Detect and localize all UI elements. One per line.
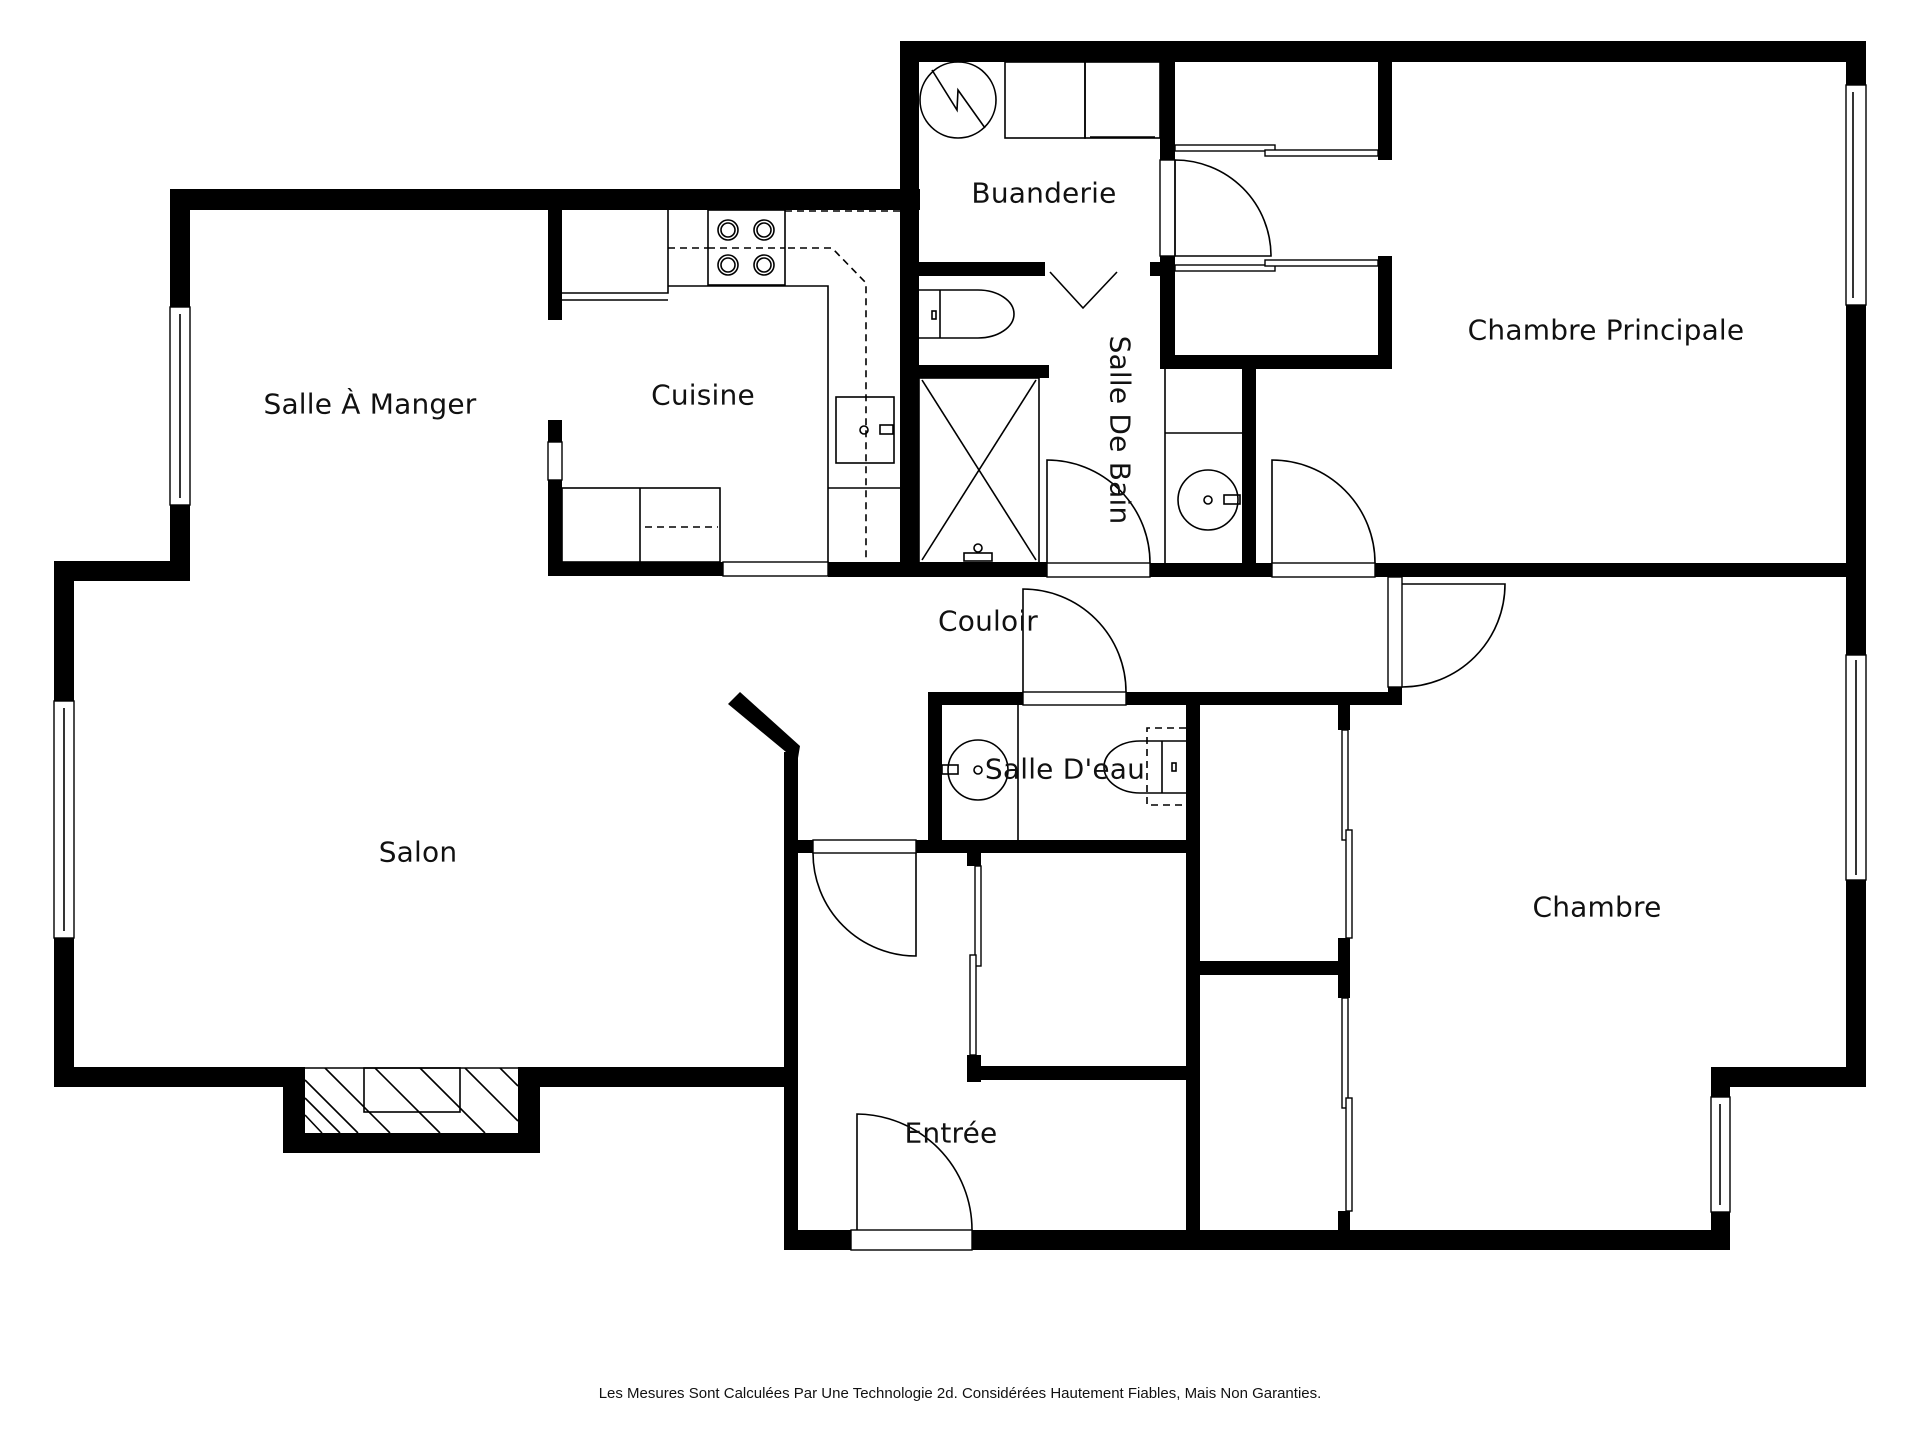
room-label-salon: Salon [378, 835, 458, 869]
bathroom-sink-icon [1164, 369, 1242, 563]
washer-icon [1004, 61, 1086, 139]
room-label-buanderie: Buanderie [971, 176, 1117, 210]
room-label-salle-de-bain: Salle De Bain [1103, 335, 1137, 525]
room-label-chambre: Chambre [1532, 890, 1662, 924]
stove-icon [707, 209, 786, 286]
room-label-entree: Entrée [904, 1116, 998, 1150]
doors [722, 144, 1506, 1251]
dryer-icon [1084, 61, 1161, 139]
fireplace-icon [304, 1067, 519, 1134]
room-label-cuisine: Cuisine [651, 378, 755, 412]
kitchen-sink-icon [835, 396, 895, 464]
windows [53, 84, 1867, 1213]
room-label-salle-d-eau: Salle D'eau [984, 752, 1146, 786]
shower-icon [918, 377, 1040, 564]
room-label-chambre-principale: Chambre Principale [1467, 313, 1745, 347]
measurement-disclaimer: Les Mesures Sont Calculées Par Une Techn… [598, 1385, 1322, 1402]
room-label-couloir: Couloir [937, 604, 1039, 638]
kitchen-counters [561, 210, 905, 563]
room-label-salle-a-manger: Salle À Manger [263, 387, 477, 421]
water-heater-icon [919, 61, 997, 139]
walls [54, 41, 1866, 1250]
salle-d-eau-fixtures [941, 705, 1186, 840]
toilet-icon [919, 289, 1015, 339]
